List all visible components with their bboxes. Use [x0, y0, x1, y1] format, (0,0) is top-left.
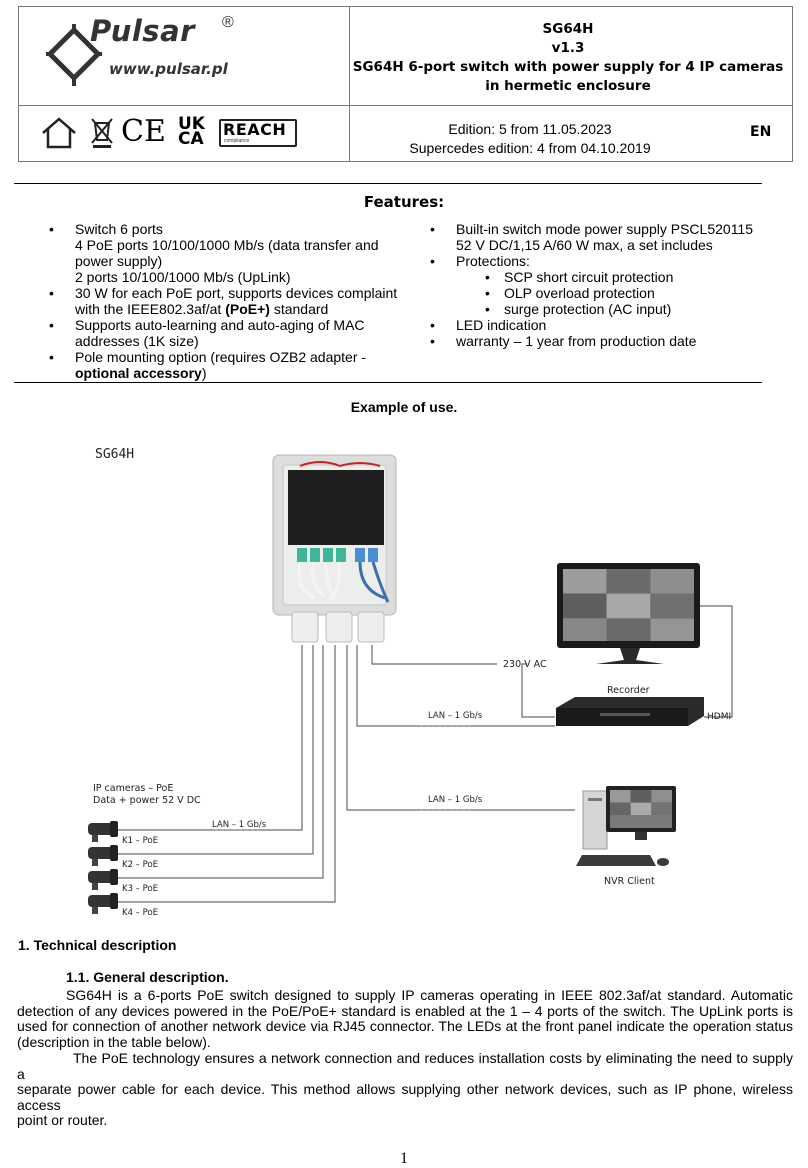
uplink-port-2	[368, 548, 378, 562]
language-code: EN	[750, 124, 772, 140]
feature-subitem: SCP short circuit protection	[430, 269, 770, 285]
ce-mark: CE	[121, 114, 166, 149]
cameras-title-1: IP cameras – PoE	[93, 783, 173, 794]
header-divider-vertical	[349, 7, 350, 161]
feature-item: Supports auto-learning and auto-aging of…	[49, 317, 409, 349]
camera-k2	[88, 845, 118, 866]
ac-label: 230 V AC	[503, 659, 547, 670]
poe-port-2	[310, 548, 320, 562]
header-table	[18, 6, 793, 162]
example-title: Example of use.	[350, 399, 458, 415]
feature-item: Built-in switch mode power supply PSCL52…	[430, 221, 770, 253]
weee-bin-icon	[91, 118, 113, 148]
camera-k4-label: K4 – PoE	[122, 908, 158, 918]
example-diagram: SG64H 230 V AC	[88, 447, 733, 918]
recorder	[556, 697, 704, 726]
page-number: 1	[400, 1150, 408, 1167]
poe-port-3	[323, 548, 333, 562]
feature-item: 30 W for each PoE port, supports devices…	[49, 285, 409, 317]
document-title-block: SG64H v1.3 SG64H 6-port switch with powe…	[348, 20, 788, 96]
feature-item: LED indication	[430, 317, 770, 333]
nvr-client-computer	[576, 786, 676, 866]
hdmi-label: HDMI	[707, 712, 731, 722]
wiring	[118, 605, 733, 903]
title-line-1: SG64H 6-port switch with power supply fo…	[352, 59, 784, 75]
section-title: 1. Technical description	[18, 937, 177, 953]
camera-k1	[88, 821, 118, 842]
feature-item: Switch 6 ports 4 PoE ports 10/100/1000 M…	[49, 221, 409, 285]
ukca-bottom: CA	[178, 129, 204, 149]
feature-subitem: OLP overload protection	[430, 285, 770, 301]
poe-port-1	[297, 548, 307, 562]
logo-wordmark: Pulsar	[90, 14, 195, 48]
camera-k3-label: K3 – PoE	[122, 884, 158, 894]
features-top-rule	[14, 183, 762, 184]
features-bottom-rule	[14, 382, 762, 383]
camera-k3	[88, 869, 118, 890]
lan-label-nvr: LAN – 1 Gb/s	[428, 795, 483, 805]
cameras-title-2: Data + power 52 V DC	[93, 795, 201, 806]
general-description-paragraph-2: The PoE technology ensures a network con…	[17, 1050, 793, 1129]
switch-enclosure	[272, 454, 397, 643]
version: v1.3	[551, 40, 585, 56]
pulsar-logo-icon	[46, 24, 102, 86]
device-label: SG64H	[95, 447, 134, 462]
header-divider-horizontal	[19, 105, 792, 106]
subsection-title: 1.1. General description.	[66, 969, 229, 985]
logo-registered-mark: ®	[222, 14, 234, 31]
poe-port-4	[336, 548, 346, 562]
edition-info: Edition: 5 from 11.05.2023 Supercedes ed…	[350, 120, 710, 158]
ukca-mark: UK CA	[178, 114, 205, 149]
feature-item: warranty – 1 year from production date	[430, 333, 770, 349]
uplink-port-1	[355, 548, 365, 562]
monitor	[557, 563, 700, 664]
lan-label-cameras: LAN – 1 Gb/s	[212, 820, 267, 830]
lan-label-recorder: LAN – 1 Gb/s	[428, 711, 483, 721]
title-line-2: in hermetic enclosure	[485, 78, 651, 94]
camera-k4	[88, 893, 118, 914]
feature-item: Pole mounting option (requires OZB2 adap…	[49, 349, 409, 381]
home-icon	[42, 117, 76, 149]
supersedes-text: Supercedes edition: 4 from 04.10.2019	[409, 140, 651, 156]
features-title: Features:	[363, 193, 445, 211]
features-left-column: Switch 6 ports 4 PoE ports 10/100/1000 M…	[49, 221, 409, 381]
reach-subtext: compliance	[224, 138, 250, 144]
camera-k2-label: K2 – PoE	[122, 860, 158, 870]
features-right-column: Built-in switch mode power supply PSCL52…	[430, 221, 770, 349]
camera-k1-label: K1 – PoE	[122, 836, 158, 846]
model-name: SG64H	[542, 21, 594, 37]
general-description-paragraph-1: SG64H is a 6-ports PoE switch designed t…	[17, 987, 793, 1050]
recorder-label: Recorder	[607, 685, 650, 696]
edition-text: Edition: 5 from 11.05.2023	[448, 121, 612, 137]
reach-mark: REACH compliance	[219, 119, 297, 147]
logo-url: www.pulsar.pl	[109, 60, 228, 78]
feature-subitem: surge protection (AC input)	[430, 301, 770, 317]
ukca-top: UK	[178, 114, 205, 134]
feature-item: Protections:	[430, 253, 770, 269]
reach-text: REACH	[223, 120, 287, 139]
power-module	[288, 470, 384, 545]
nvr-client-label: NVR Client	[604, 876, 655, 887]
